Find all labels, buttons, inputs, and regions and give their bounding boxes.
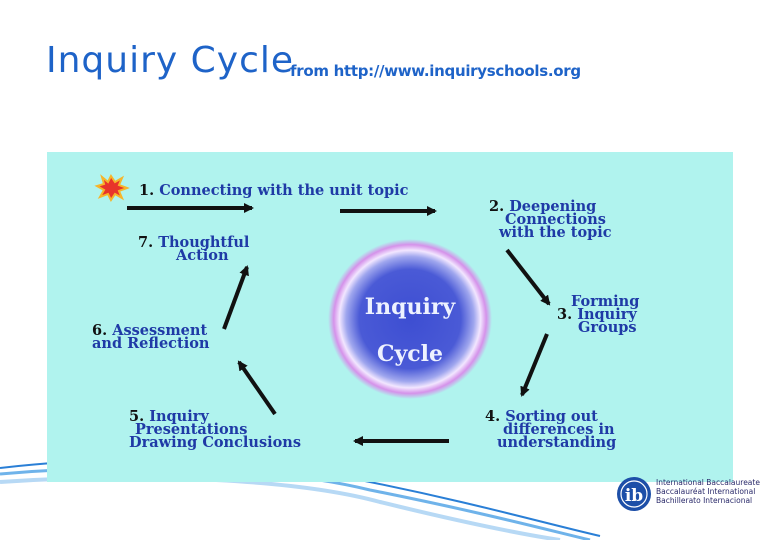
center-label: Inquiry Cycle [345, 255, 475, 383]
arrow-6-7 [222, 265, 249, 330]
step-5-label-line2: Presentations [135, 421, 248, 438]
ib-wordmark: International Baccalaureate Baccalauréat… [656, 478, 760, 505]
step-7-label-line2: Action [176, 247, 229, 264]
step-1: 1. Connecting with the unit topic [139, 182, 409, 199]
step-5-number: 5. [129, 408, 145, 425]
step-4-label-line3: understanding [497, 434, 617, 451]
step-4-label-line1: Sorting out [505, 408, 598, 425]
step-6-label-line1: Assessment [112, 322, 208, 339]
step-1-label: Connecting with the unit topic [159, 182, 409, 199]
arrow-3-4 [520, 333, 549, 397]
center-circle [328, 239, 492, 399]
ib-line-2: Baccalauréat International [656, 487, 756, 496]
step-4-label-line2: differences in [503, 421, 615, 438]
source-credit: from http://www.inquiryschools.org [290, 62, 581, 80]
ib-logo-letters: ib [625, 486, 643, 506]
step-3-number: 3. [557, 306, 573, 323]
step-1-number: 1. [139, 182, 155, 199]
step-5-label-line1: Inquiry [149, 408, 209, 425]
step-7-label-line1: Thoughtful [158, 234, 250, 251]
step-5: 5. Inquiry Presentations Drawing Conclus… [129, 408, 302, 451]
ib-logo-icon: ib [617, 477, 651, 511]
step-2-label-line1: Deepening [509, 198, 597, 215]
step-3: Forming 3. Inquiry Groups [557, 293, 640, 336]
step-3-label-line3: Groups [578, 319, 637, 336]
cycle-arrows [94, 174, 551, 446]
star-burst-icon [94, 174, 130, 202]
center-word-cycle: Cycle [376, 341, 444, 367]
step-3-label-line1: Forming [571, 293, 640, 310]
ib-line-1: International Baccalaureate [656, 478, 760, 487]
arrow-5-6 [237, 360, 277, 416]
step-2-label-line3: with the topic [499, 224, 612, 241]
step-5-label-line3: Drawing Conclusions [129, 434, 302, 451]
step-3-label-line2: Inquiry [577, 306, 637, 323]
step-6: 6. Assessment and Reflection [92, 322, 210, 352]
step-6-label-line2: and Reflection [92, 335, 210, 352]
step-7: 7. Thoughtful Action [138, 234, 250, 264]
slide-title: Inquiry Cycle [46, 40, 295, 81]
ib-line-3: Bachillerato Internacional [656, 496, 753, 505]
step-7-number: 7. [138, 234, 154, 251]
step-2-number: 2. [489, 198, 505, 215]
step-6-number: 6. [92, 322, 108, 339]
center-word-inquiry: Inquiry [364, 294, 456, 320]
step-2-label-line2: Connections [505, 211, 606, 228]
inquiry-cycle-diagram: Inquiry Cycle 1. Connecting with the uni… [47, 152, 733, 482]
arrow-2-3 [505, 248, 551, 306]
step-4: 4. Sorting out differences in understand… [485, 408, 617, 451]
step-2: 2. Deepening Connections with the topic [489, 198, 612, 241]
step-4-number: 4. [485, 408, 501, 425]
